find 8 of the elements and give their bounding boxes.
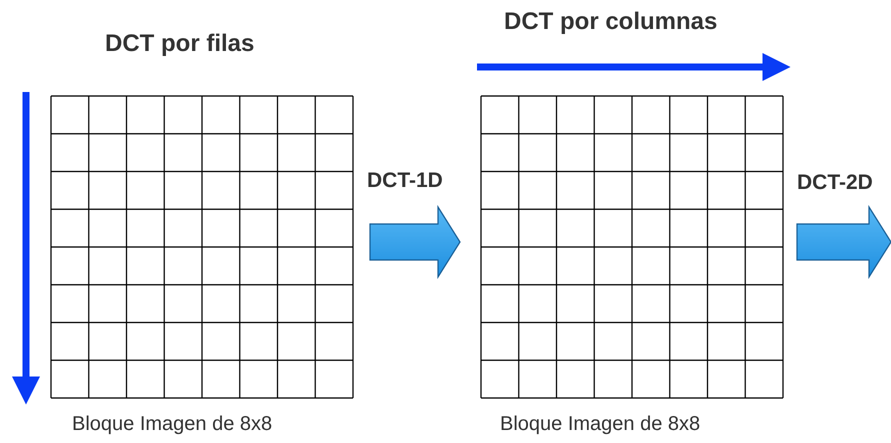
heading: DCT por filas [105,30,254,58]
edge-label: DCT-2D [797,171,873,195]
block-arrow [796,204,891,280]
grid-label: Bloque Imagen de 8x8 [72,413,272,436]
edge-label: DCT-1D [367,169,443,193]
grid-label: Bloque Imagen de 8x8 [500,413,700,436]
block-arrow [369,204,461,280]
heading: DCT por columnas [504,8,718,36]
